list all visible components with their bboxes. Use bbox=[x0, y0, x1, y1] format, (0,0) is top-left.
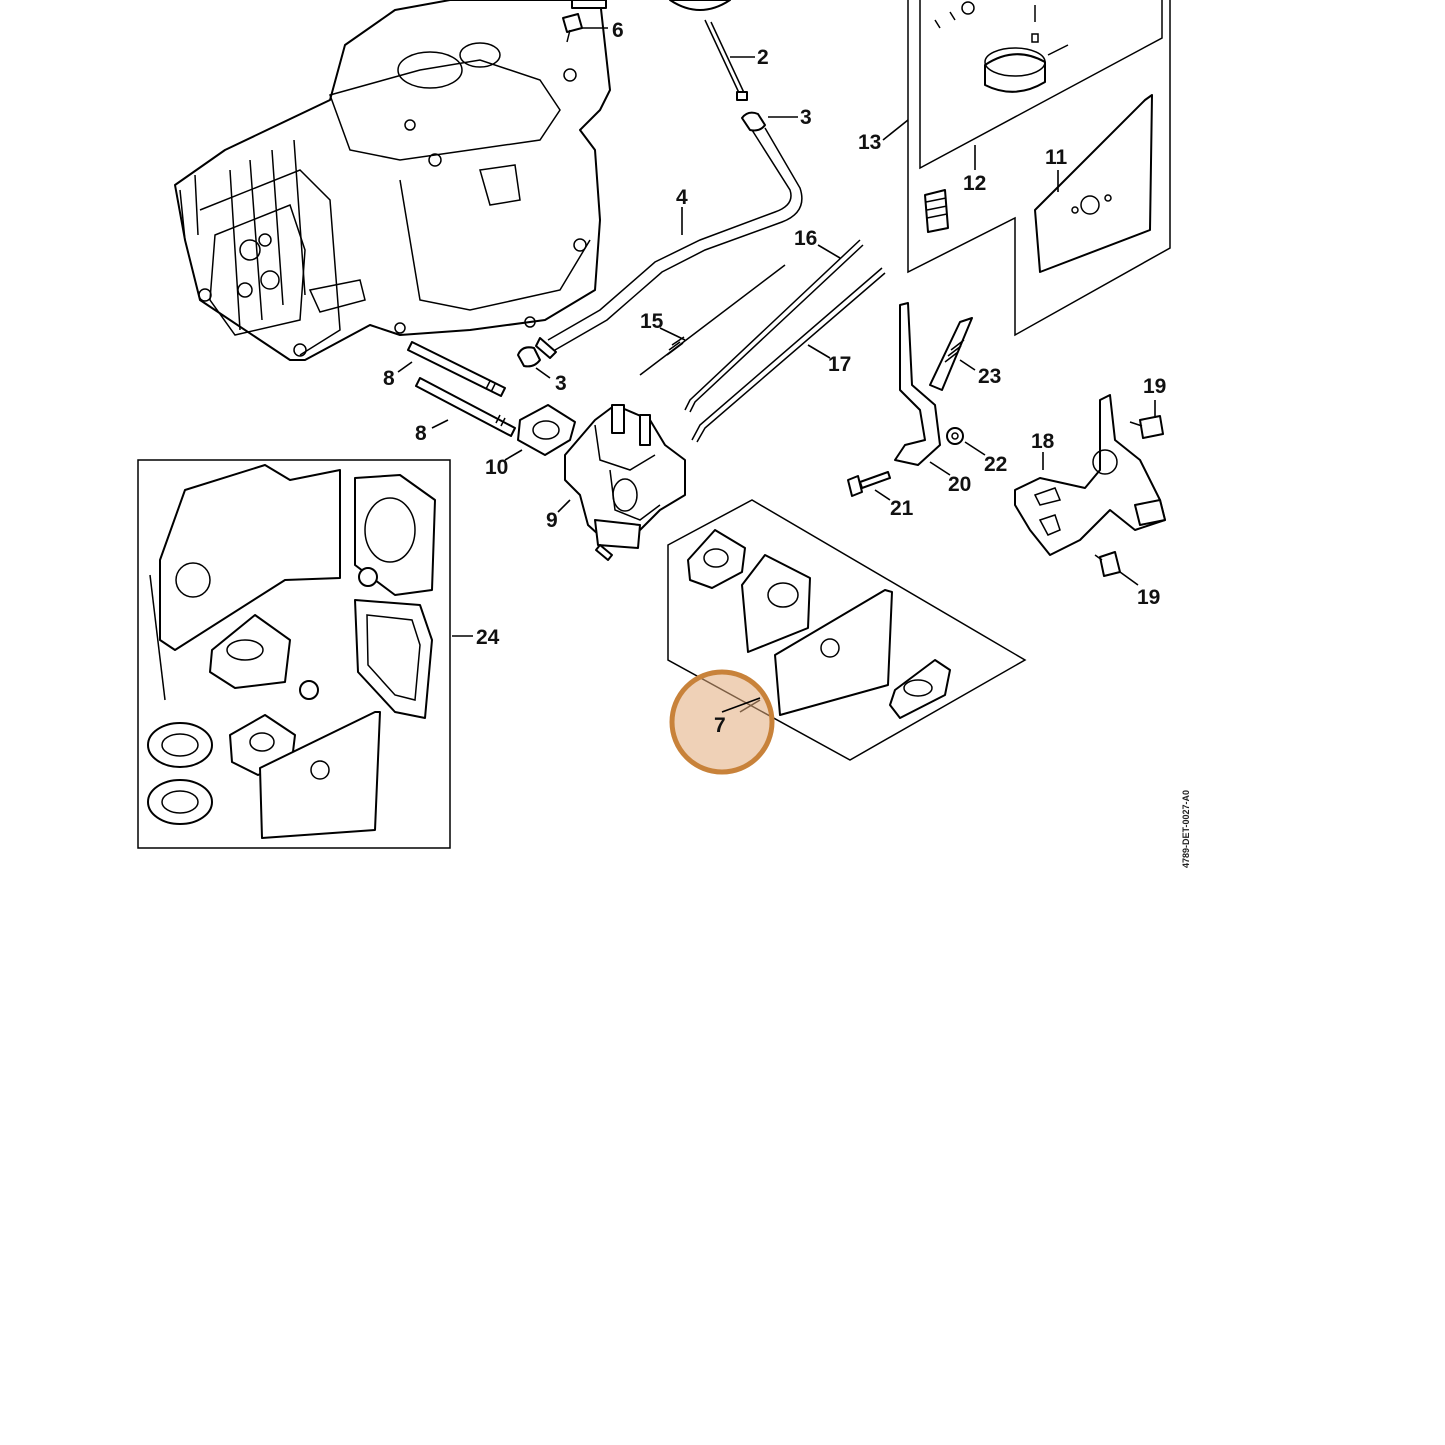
svg-text:18: 18 bbox=[1031, 430, 1055, 453]
svg-text:10: 10 bbox=[485, 456, 508, 479]
svg-text:21: 21 bbox=[890, 497, 914, 520]
callout-16[interactable]: 16 bbox=[794, 227, 817, 250]
part-2-link-drawing bbox=[669, 0, 748, 101]
callout-3-top[interactable]: 3 bbox=[800, 106, 812, 129]
callout-23[interactable]: 23 bbox=[978, 365, 1001, 388]
callout-19-top[interactable]: 19 bbox=[1143, 375, 1166, 398]
part-7-gasket-kit-drawing bbox=[667, 499, 1027, 761]
callout-15[interactable]: 15 bbox=[640, 310, 664, 333]
parts-13-12-11-frames bbox=[907, 0, 1171, 337]
part-20-lever-drawing bbox=[894, 302, 941, 466]
svg-text:17: 17 bbox=[828, 353, 851, 376]
part-3-clamp-top-drawing bbox=[741, 111, 766, 132]
callout-18[interactable]: 18 bbox=[1031, 430, 1055, 453]
part-19-bolt-drawing bbox=[1094, 415, 1164, 577]
svg-text:15: 15 bbox=[640, 310, 664, 333]
part-23-spring-drawing bbox=[929, 317, 973, 391]
callout-17[interactable]: 17 bbox=[828, 353, 851, 376]
callout-9[interactable]: 9 bbox=[546, 509, 558, 532]
leader-lines bbox=[397, 27, 1156, 713]
part-6-screw-drawing bbox=[562, 0, 607, 43]
callout-13[interactable]: 13 bbox=[858, 131, 881, 154]
part-4-hose-drawing bbox=[535, 127, 803, 359]
svg-text:11: 11 bbox=[1045, 146, 1068, 169]
svg-text:16: 16 bbox=[794, 227, 817, 250]
svg-text:8: 8 bbox=[383, 367, 395, 390]
callout-22[interactable]: 22 bbox=[984, 453, 1007, 476]
part-9-carburetor-drawing bbox=[564, 404, 686, 561]
svg-text:8: 8 bbox=[415, 422, 427, 445]
svg-text:22: 22 bbox=[984, 453, 1007, 476]
part-16-rod-drawing bbox=[684, 239, 864, 413]
part-8-stud-drawing bbox=[407, 341, 516, 437]
part-10-gasket-drawing bbox=[517, 404, 576, 456]
part-3-clamp-bottom-drawing bbox=[517, 346, 541, 368]
svg-text:24: 24 bbox=[476, 626, 500, 649]
callout-2[interactable]: 2 bbox=[757, 46, 769, 69]
callout-8-bottom[interactable]: 8 bbox=[415, 422, 427, 445]
callout-19-bottom[interactable]: 19 bbox=[1137, 586, 1160, 609]
callout-8-top[interactable]: 8 bbox=[383, 367, 395, 390]
part-21-screw-drawing bbox=[847, 471, 891, 497]
svg-text:23: 23 bbox=[978, 365, 1001, 388]
selected-part-highlight bbox=[669, 669, 775, 775]
svg-text:3: 3 bbox=[555, 372, 567, 395]
svg-text:4: 4 bbox=[676, 186, 688, 209]
svg-text:12: 12 bbox=[963, 172, 986, 195]
part-22-nut-drawing bbox=[946, 427, 964, 445]
callout-10[interactable]: 10 bbox=[485, 456, 508, 479]
callout-20[interactable]: 20 bbox=[948, 473, 971, 496]
svg-text:7: 7 bbox=[714, 714, 726, 737]
callout-6[interactable]: 6 bbox=[612, 19, 624, 42]
svg-text:6: 6 bbox=[612, 19, 624, 42]
svg-text:3: 3 bbox=[800, 106, 812, 129]
callout-3-bottom[interactable]: 3 bbox=[555, 372, 567, 395]
svg-text:13: 13 bbox=[858, 131, 881, 154]
part-17-rod-drawing bbox=[691, 267, 886, 443]
callout-24[interactable]: 24 bbox=[476, 626, 500, 649]
svg-text:9: 9 bbox=[546, 509, 558, 532]
callout-11[interactable]: 11 bbox=[1045, 146, 1068, 169]
callout-4[interactable]: 4 bbox=[676, 186, 688, 209]
svg-text:2: 2 bbox=[757, 46, 769, 69]
callout-21[interactable]: 21 bbox=[890, 497, 914, 520]
document-id: 4789-DET-0027-A0 bbox=[1181, 790, 1191, 868]
callout-7[interactable]: 7 bbox=[714, 714, 726, 737]
part-18-bracket-drawing bbox=[1014, 394, 1166, 556]
svg-text:20: 20 bbox=[948, 473, 971, 496]
engine-block-drawing bbox=[174, 0, 611, 361]
callout-12[interactable]: 12 bbox=[963, 172, 986, 195]
part-24-gasket-set-drawing bbox=[137, 459, 451, 849]
svg-text:19: 19 bbox=[1143, 375, 1166, 398]
svg-text:19: 19 bbox=[1137, 586, 1160, 609]
